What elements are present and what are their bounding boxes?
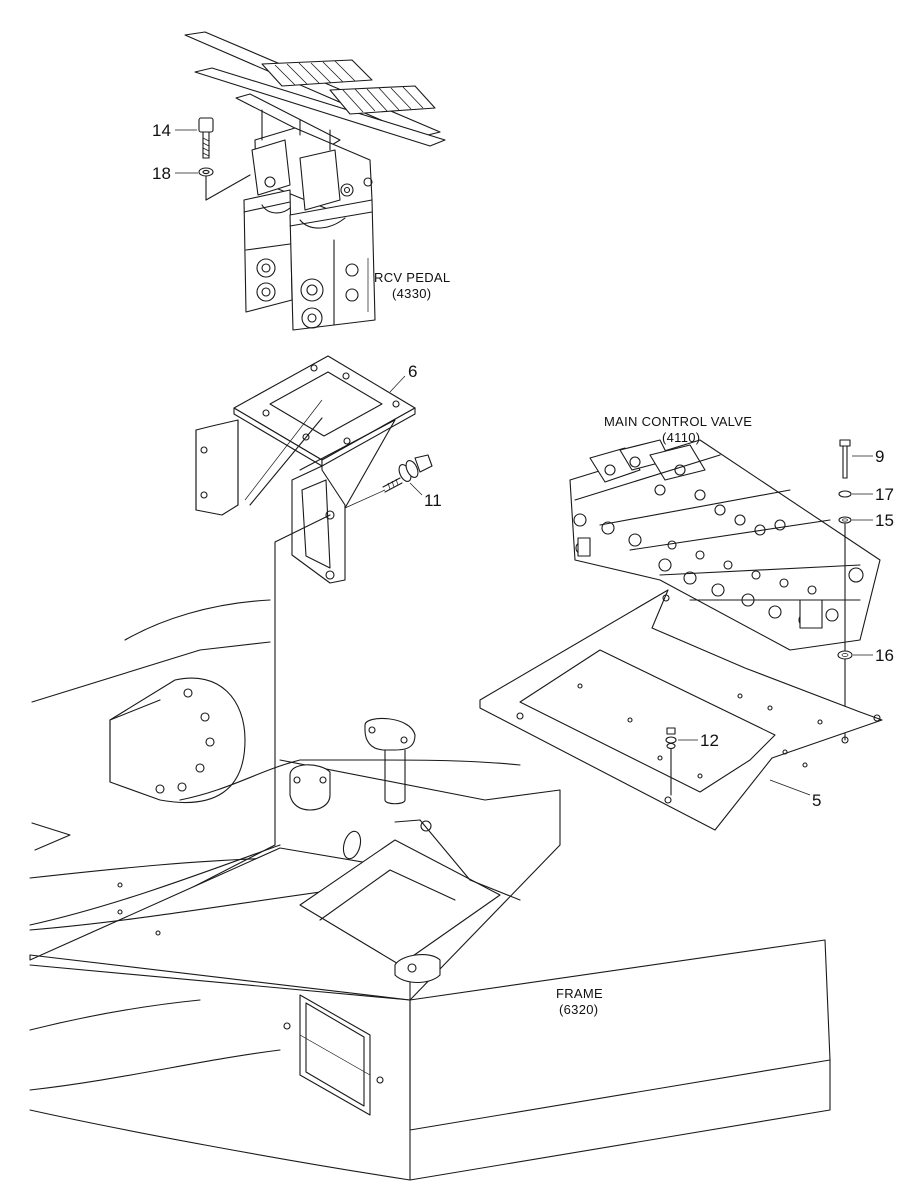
frame-code: (6320) [559,1002,598,1017]
main-control-valve-name: MAIN CONTROL VALVE [604,414,752,429]
mount-plate-5 [479,589,883,831]
component-captions: RCV PEDAL (4330) MAIN CONTROL VALVE (411… [367,258,752,1017]
rcv-pedal-code: (4330) [392,286,431,301]
main-control-valve-assembly [569,439,881,651]
mount-pad-right [364,717,416,805]
washer-17 [838,490,852,498]
rcv-pedal-name: RCV PEDAL [374,270,450,285]
callout-16: 16 [875,646,894,665]
bolt-9 [839,439,851,479]
callout-6: 6 [408,362,417,381]
callout-9: 9 [875,447,884,466]
rcv-pedal-assembly [184,31,446,331]
main-control-valve-code: (4110) [662,430,700,445]
washer-16 [837,650,853,660]
mount-pad-left [289,764,331,811]
bolt-11 [344,454,433,509]
access-panel [283,994,384,1116]
bolt-14 [198,117,214,159]
washer-18 [198,167,251,201]
callout-12: 12 [700,731,719,750]
frame-assembly [29,599,831,1181]
frame-name: FRAME [556,986,603,1001]
callouts: 14 18 6 11 9 17 15 16 12 5 [152,121,894,810]
washer-15 [838,516,852,524]
bolt-12 [665,727,677,796]
callout-17: 17 [875,485,894,504]
callout-14: 14 [152,121,171,140]
callout-15: 15 [875,511,894,530]
bracket-6 [195,355,416,584]
callout-11: 11 [424,491,442,510]
callout-5: 5 [812,791,821,810]
callout-18: 18 [152,164,171,183]
